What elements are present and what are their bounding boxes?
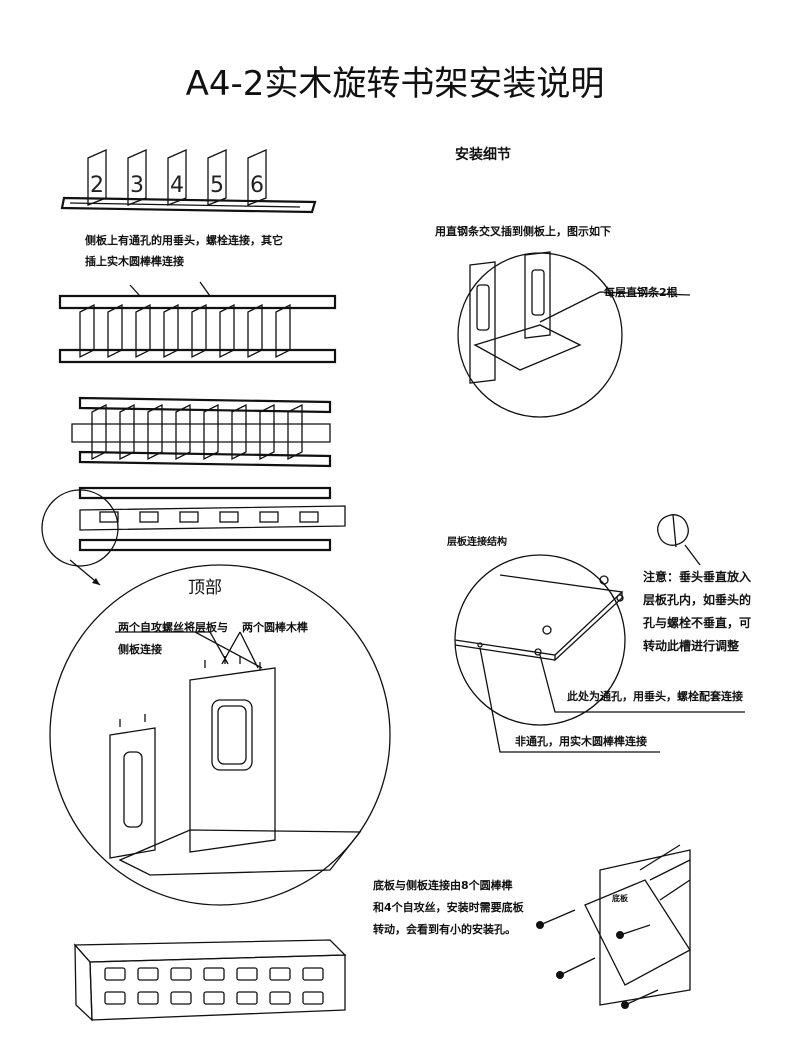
screws-label-line2: 侧板连接	[118, 643, 162, 656]
side-panel	[135, 303, 151, 359]
numbered-panel	[247, 148, 267, 206]
side-panel	[219, 303, 235, 359]
numbered-panels-diagram: 2 3 4 5 6	[60, 148, 317, 214]
panel-number: 3	[130, 173, 144, 198]
panel-number: 6	[250, 173, 264, 198]
frame-hole	[104, 991, 126, 1005]
side-panel	[275, 303, 291, 359]
steel-bar-detail-diagram	[457, 251, 691, 418]
through-hole-label: 此处为通孔，用垂头，螺栓配套连接	[567, 690, 743, 703]
frame-assembly-diagram	[71, 396, 332, 468]
bar-hole	[139, 511, 159, 523]
frame-hole	[104, 967, 126, 981]
rails-with-panels-diagram	[58, 281, 337, 364]
base-board-diagram	[536, 844, 691, 1009]
note-line: 注意：垂头垂直放入	[643, 570, 752, 584]
top-detail-diagram	[49, 564, 391, 906]
screws-label-line1: 两个自攻螺丝将层板与	[118, 621, 228, 634]
frame-hole	[137, 991, 159, 1005]
left-note-line2: 插上实木圆棒榫连接	[85, 255, 184, 268]
side-panel	[247, 303, 263, 359]
side-panel	[79, 303, 95, 359]
blind-hole-label: 非通孔，用实木圆棒榫连接	[515, 735, 647, 748]
frame-hole	[302, 991, 324, 1005]
top-detail-heading: 顶部	[188, 578, 222, 598]
frame-hole	[236, 991, 258, 1005]
bar-hole	[219, 511, 239, 523]
numbered-panel	[87, 148, 107, 206]
side-panel	[191, 303, 207, 359]
side-panel	[107, 303, 123, 359]
bottom-note-line: 底板与侧板连接由8个圆棒榫	[373, 879, 513, 892]
bar-hole	[299, 511, 319, 523]
frame-hole	[269, 991, 291, 1005]
details-heading: 安装细节	[455, 147, 511, 163]
numbered-panel	[127, 148, 147, 206]
panel-number: 2	[90, 173, 104, 198]
frame-hole	[170, 967, 192, 981]
panel-number: 4	[170, 173, 184, 198]
page-title: A4-2实木旋转书架安装说明	[185, 64, 605, 104]
note-line: 孔与螺栓不垂直，可	[643, 616, 752, 630]
shelf-connection-diagram	[454, 514, 745, 753]
frame-hole	[170, 991, 192, 1005]
frame-hole	[269, 967, 291, 981]
side-panel	[203, 403, 219, 461]
numbered-panel	[207, 148, 227, 206]
side-panel	[147, 403, 163, 461]
side-panel	[287, 403, 303, 461]
numbered-panel	[167, 148, 187, 206]
dowels-label: 两个圆棒木榫	[242, 621, 308, 634]
left-note-line1: 侧板上有通孔的用垂头，螺栓连接，其它	[85, 234, 283, 247]
bar-hole	[259, 511, 279, 523]
frame-hole	[203, 967, 225, 981]
note-line: 层板孔内，如垂头的	[643, 593, 752, 607]
base-board-label: 底板	[612, 894, 628, 903]
bottom-note-line: 和4个自攻丝，安装时需要底板	[373, 901, 524, 914]
bar-hole	[99, 511, 119, 523]
frame-hole	[302, 967, 324, 981]
bottom-frame-diagram	[73, 939, 347, 1022]
note-line: 转动此槽进行调整	[643, 639, 740, 653]
bar-hole	[179, 511, 199, 523]
shelf-detail-heading: 层板连接结构	[447, 537, 507, 548]
frame-hole	[137, 967, 159, 981]
frame-hole	[236, 967, 258, 981]
side-panel	[259, 403, 275, 461]
panel-number: 5	[210, 173, 224, 198]
side-panel	[175, 403, 191, 461]
frame-with-steel-bars-diagram	[41, 486, 346, 586]
steel-note: 用直钢条交叉插到侧板上，图示如下	[435, 225, 611, 238]
side-panel	[231, 403, 247, 461]
side-panel	[119, 403, 135, 461]
frame-hole	[203, 991, 225, 1005]
steel-count-label: 每层直钢条2根	[604, 286, 678, 299]
side-panel	[163, 303, 179, 359]
side-panel	[91, 403, 107, 461]
bottom-note-line: 转动，会看到有小的安装孔。	[373, 923, 516, 936]
